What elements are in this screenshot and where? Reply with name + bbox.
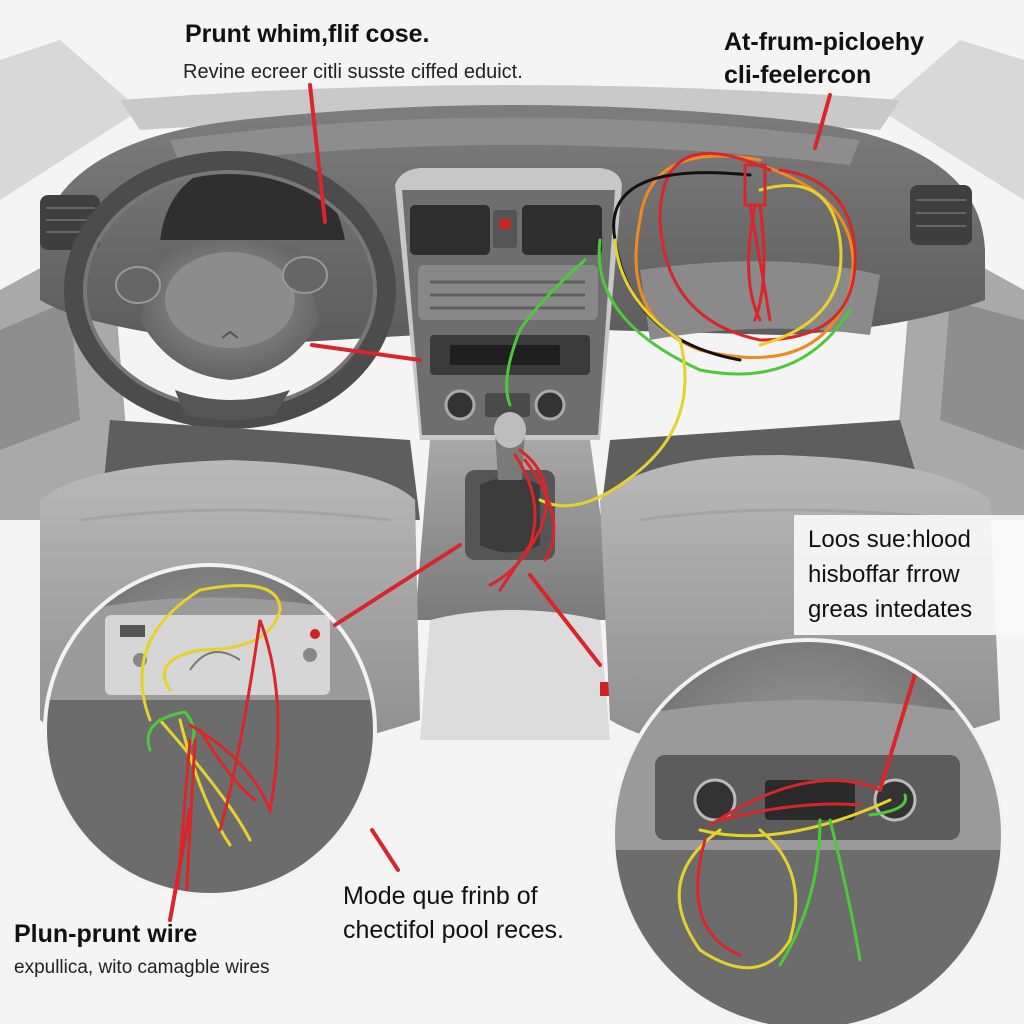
callout-title: Plun-prunt wire [14,920,198,948]
callout-line-3: greas intedates [808,595,973,623]
center-stack [395,168,622,440]
top-right-callout: At-frum-picloehy cli-feelercon [724,28,924,90]
callout-title: Prunt whim,flif cose. [185,20,430,48]
callout-subtitle: Revine ecreer citli susste ciffed eduict… [183,60,523,83]
callout-pointers [168,83,832,922]
left-detail-magnifier [43,563,377,897]
callout-subtitle: expullica, wito camagble wires [14,956,270,978]
dashboard-top [170,117,860,165]
callout-line-2: chectifol pool reces. [343,915,564,944]
callout-line-1: Mode que frinb of [343,882,538,910]
callout-line-2: hisboffar frrow [808,560,960,588]
bottom-middle-callout: Mode que frinb of chectifol pool reces. [343,880,564,948]
bottom-left-callout: Plun-prunt wire expullica, wito camagble… [14,920,270,979]
callout-line-1: Loos sue:hlood [808,526,971,553]
mid-right-callout: Loos sue:hlood hisboffar frrow greas int… [794,515,1024,636]
center-console [415,412,618,740]
steering-wheel [64,151,396,429]
dashboard-wire-bundle [505,151,857,508]
callout-line-1: At-frum-picloehy [724,28,924,56]
right-detail-magnifier [611,638,1005,1024]
top-left-callout: Prunt whim,flif cose. Revine ecreer citl… [183,20,523,84]
callout-line-2: cli-feelercon [724,60,872,89]
shifter-wire-bundle [488,448,556,592]
right-air-vent [910,185,972,245]
